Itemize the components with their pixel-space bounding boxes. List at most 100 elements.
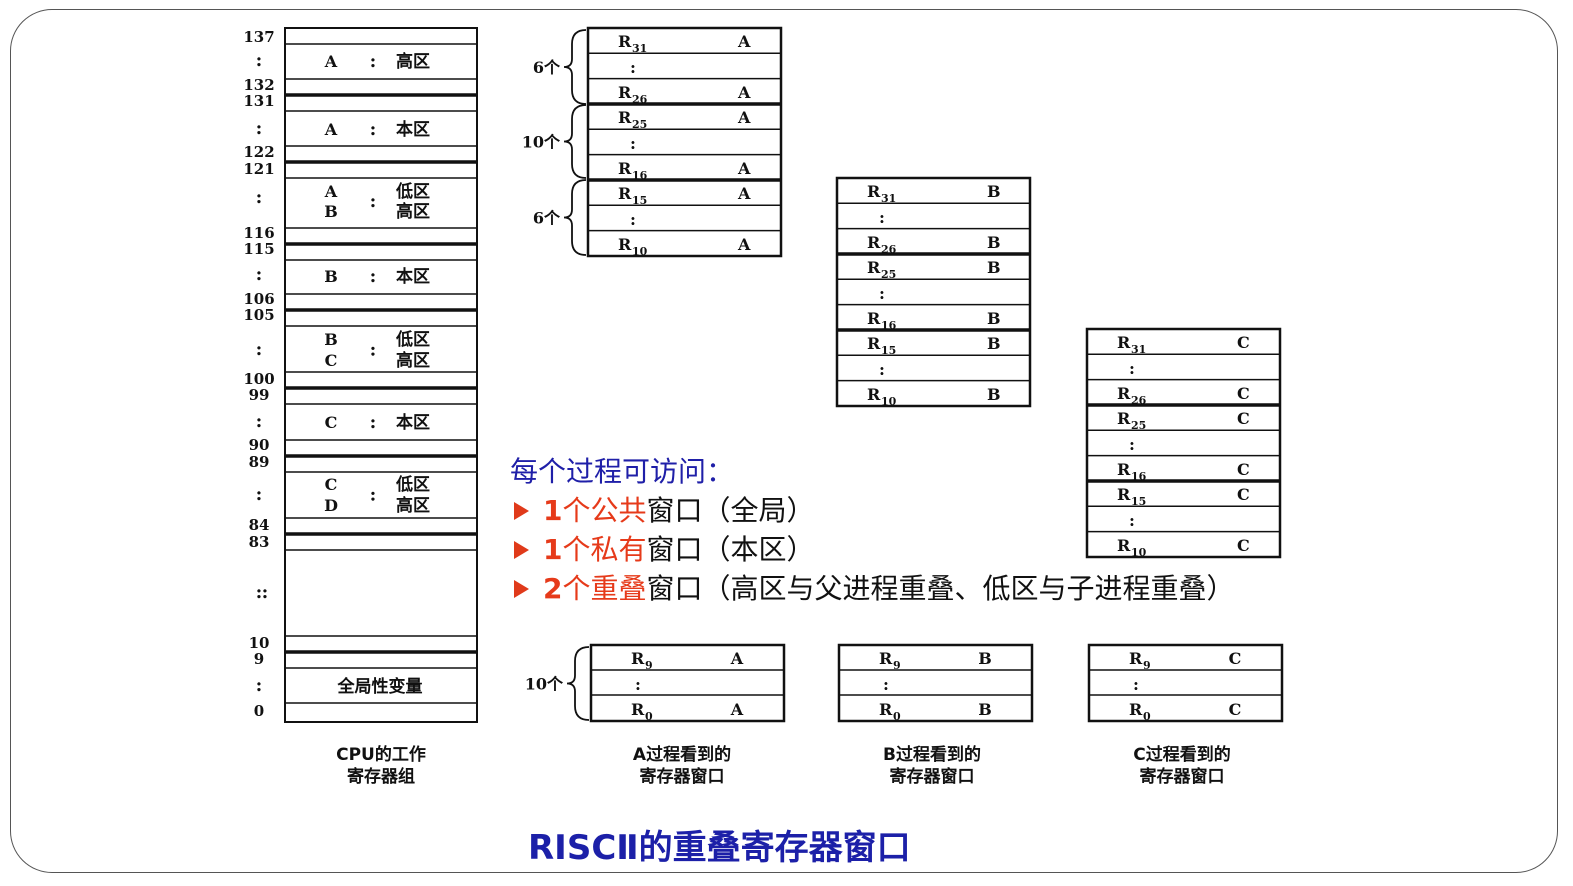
slide-title: RISCⅡ的重叠寄存器窗口 (528, 828, 911, 868)
register-name: R (867, 309, 881, 328)
cpu-register-file-box (284, 27, 478, 723)
register-index: 15 (632, 194, 647, 207)
register-index: 9 (1143, 659, 1151, 672)
register-proc: A (737, 184, 751, 203)
register-proc: C (1237, 333, 1250, 352)
register-dots: : (1129, 359, 1135, 378)
register-index: 10 (881, 395, 897, 408)
address-label: 89 (249, 453, 270, 471)
access-count: 2 (543, 572, 563, 605)
register-proc: B (987, 258, 1001, 277)
register-name: R (618, 32, 632, 51)
cpu-caption-line: 寄存器组 (347, 766, 415, 787)
access-kind: 个重叠 (562, 572, 647, 605)
address-label: 106 (243, 290, 274, 308)
address-label: 105 (243, 306, 274, 324)
access-count: 1 (543, 533, 563, 566)
group-count-label: 6个 (533, 209, 561, 228)
window-zone-label: 高区 (396, 350, 430, 371)
zone-dots: : (370, 485, 377, 506)
address-label: 90 (249, 436, 270, 454)
register-index: 31 (1131, 343, 1146, 356)
register-index: 0 (893, 710, 901, 723)
address-dots: : (256, 484, 263, 505)
window-proc-letter: A (324, 120, 338, 139)
register-name: R (618, 108, 632, 127)
register-proc: A (737, 83, 751, 102)
address-dots: : (256, 50, 263, 71)
access-kind: 个私有 (562, 533, 647, 566)
register-index: 15 (881, 344, 896, 357)
address-label: 116 (243, 224, 274, 242)
address-dots: : (256, 411, 263, 432)
address-label: 122 (243, 143, 274, 161)
address-label: 131 (243, 92, 274, 110)
register-proc: B (987, 334, 1001, 353)
register-dots: : (1129, 435, 1135, 454)
window-stack-C (1085, 327, 1282, 559)
window-stack-B (835, 176, 1032, 408)
register-dots: : (879, 284, 885, 303)
cpu-caption-line: CPU的工作 (336, 744, 426, 765)
zone-dots: : (370, 119, 377, 140)
register-index: 10 (632, 245, 648, 258)
register-name: R (631, 649, 645, 668)
register-name: R (1117, 485, 1131, 504)
register-dots: : (1133, 675, 1139, 694)
register-name: R (867, 182, 881, 201)
global-variables-label: 全局性变量 (337, 676, 423, 697)
window-zone-label: 高区 (396, 51, 430, 72)
register-name: R (618, 159, 632, 178)
register-name: R (618, 184, 632, 203)
window-proc-letter: C (325, 351, 338, 370)
register-dots: : (630, 210, 636, 229)
register-index: 9 (645, 659, 653, 672)
group-brace (563, 29, 587, 105)
address-label: 0 (254, 702, 264, 720)
register-index: 31 (881, 192, 896, 205)
register-name: R (631, 700, 645, 719)
global-window-C (1087, 643, 1284, 723)
register-proc: B (978, 700, 992, 719)
window-proc-letter: B (324, 267, 338, 286)
register-index: 31 (632, 42, 647, 55)
register-proc: B (978, 649, 992, 668)
register-index: 25 (632, 118, 647, 131)
address-dots: : (256, 118, 263, 139)
address-label: 83 (249, 533, 270, 551)
register-name: R (1117, 460, 1131, 479)
arrow-bullet-icon (514, 579, 529, 598)
window-zone-label: 高区 (396, 201, 430, 222)
register-name: R (1129, 649, 1143, 668)
window-zone-label: 低区 (395, 474, 430, 495)
register-proc: A (737, 159, 751, 178)
register-name: R (867, 233, 881, 252)
zone-dots: : (370, 191, 377, 212)
register-proc: C (1237, 409, 1250, 428)
register-proc: A (737, 108, 751, 127)
window-caption-line: 寄存器窗口 (640, 766, 725, 787)
address-dots: : (256, 675, 263, 696)
window-proc-letter: A (324, 52, 338, 71)
access-rest: 窗口（高区与父进程重叠、低区与子进程重叠） (646, 572, 1235, 605)
register-proc: B (987, 182, 1001, 201)
arrow-bullet-icon (514, 540, 529, 559)
window-stack-A (586, 26, 783, 258)
address-label: 99 (249, 386, 270, 404)
register-name: R (1129, 700, 1143, 719)
register-proc: A (737, 235, 751, 254)
register-dots: : (879, 208, 885, 227)
window-zone-label: 高区 (396, 495, 430, 516)
register-name: R (618, 83, 632, 102)
register-proc: C (1237, 384, 1250, 403)
zone-dots: : (370, 412, 377, 433)
register-dots: : (879, 360, 885, 379)
access-count: 1 (543, 494, 563, 527)
zone-dots: : (370, 51, 377, 72)
window-proc-letter: A (324, 182, 338, 201)
register-proc: A (737, 32, 751, 51)
register-name: R (867, 385, 881, 404)
window-caption-line: 寄存器窗口 (1140, 766, 1225, 787)
